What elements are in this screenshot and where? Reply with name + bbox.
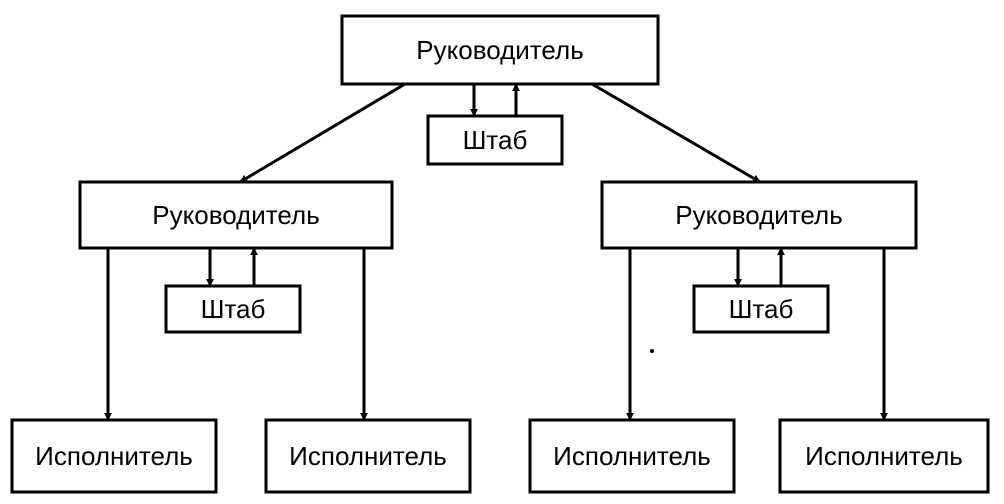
executor-node-1: Исполнитель bbox=[10, 418, 218, 494]
executor-label: Исполнитель bbox=[35, 441, 193, 471]
executor-node-4: Исполнитель bbox=[778, 418, 990, 494]
root-staff-node: Штаб bbox=[426, 114, 564, 166]
root-manager-box bbox=[340, 14, 660, 86]
left-staff-node: Штаб bbox=[164, 284, 302, 334]
executor-box bbox=[264, 418, 472, 494]
right-staff-node: Штаб bbox=[692, 284, 830, 334]
executor-node-2: Исполнитель bbox=[264, 418, 472, 494]
root-staff-box bbox=[426, 114, 564, 166]
right-manager-node: Руководитель bbox=[600, 180, 918, 250]
executor-label: Исполнитель bbox=[553, 441, 711, 471]
left-staff-label: Штаб bbox=[201, 294, 266, 324]
root-manager-node: Руководитель bbox=[340, 14, 660, 86]
executor-label: Исполнитель bbox=[289, 441, 447, 471]
executor-node-3: Исполнитель bbox=[528, 418, 736, 494]
executor-box bbox=[778, 418, 990, 494]
left-manager-label: Руководитель bbox=[152, 200, 320, 230]
edge-root-to-right-manager bbox=[591, 82, 761, 184]
executor-label: Исполнитель bbox=[805, 441, 963, 471]
right-manager-box bbox=[600, 180, 918, 250]
right-staff-box bbox=[692, 284, 830, 334]
left-staff-box bbox=[164, 284, 302, 334]
root-manager-label: Руководитель bbox=[416, 35, 584, 65]
scan-speck bbox=[650, 349, 654, 353]
executor-box bbox=[10, 418, 218, 494]
executor-box bbox=[528, 418, 736, 494]
right-staff-label: Штаб bbox=[729, 294, 794, 324]
left-manager-box bbox=[78, 180, 394, 250]
edges bbox=[104, 82, 888, 421]
edge-root-to-left-manager bbox=[239, 82, 406, 184]
root-staff-label: Штаб bbox=[463, 125, 528, 155]
right-manager-label: Руководитель bbox=[675, 200, 843, 230]
left-manager-node: Руководитель bbox=[78, 180, 394, 250]
